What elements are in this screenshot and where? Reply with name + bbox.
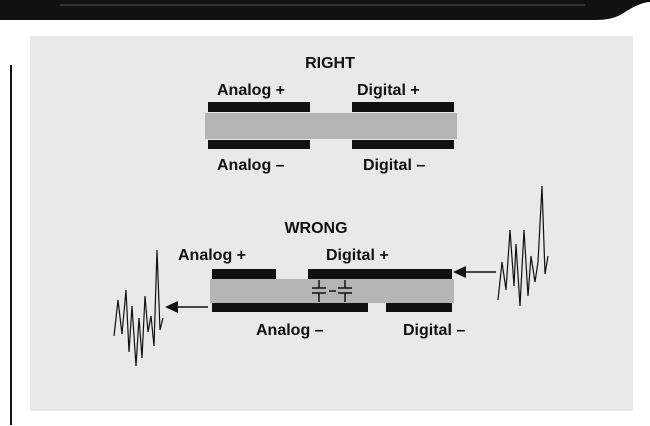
wrong-analog-minus-label: Analog –	[256, 322, 324, 339]
wrong-title: WRONG	[284, 220, 347, 237]
wrong-digital-minus-label: Digital –	[403, 322, 465, 339]
right-analog-plus-plane	[208, 102, 310, 112]
right-analog-plus-label: Analog +	[217, 82, 285, 99]
right-digital-minus-label: Digital –	[363, 157, 425, 174]
wrong-analog-plus-plane	[212, 269, 276, 279]
right-digital-plus-plane	[352, 102, 454, 112]
right-analog-minus-plane	[208, 140, 310, 149]
wrong-digital-minus-plane	[386, 303, 452, 312]
right-digital-minus-plane	[352, 140, 454, 149]
header-bar	[0, 0, 650, 20]
wrong-analog-plus-label: Analog +	[178, 247, 246, 264]
right-digital-plus-label: Digital +	[357, 82, 420, 99]
arrow-icon	[165, 301, 208, 313]
wrong-analog-minus-plane	[212, 303, 368, 312]
arrow-icon	[453, 266, 496, 278]
noise-waveform-icon	[113, 249, 164, 367]
noise-waveform-icon	[497, 185, 549, 307]
wrong-digital-plus-label: Digital +	[326, 247, 389, 264]
right-analog-minus-label: Analog –	[217, 157, 285, 174]
right-substrate	[205, 113, 457, 139]
diagram-panel	[30, 36, 633, 411]
wrong-digital-plus-plane	[308, 269, 452, 279]
capacitor-icon	[312, 280, 352, 302]
right-title: RIGHT	[305, 55, 355, 72]
